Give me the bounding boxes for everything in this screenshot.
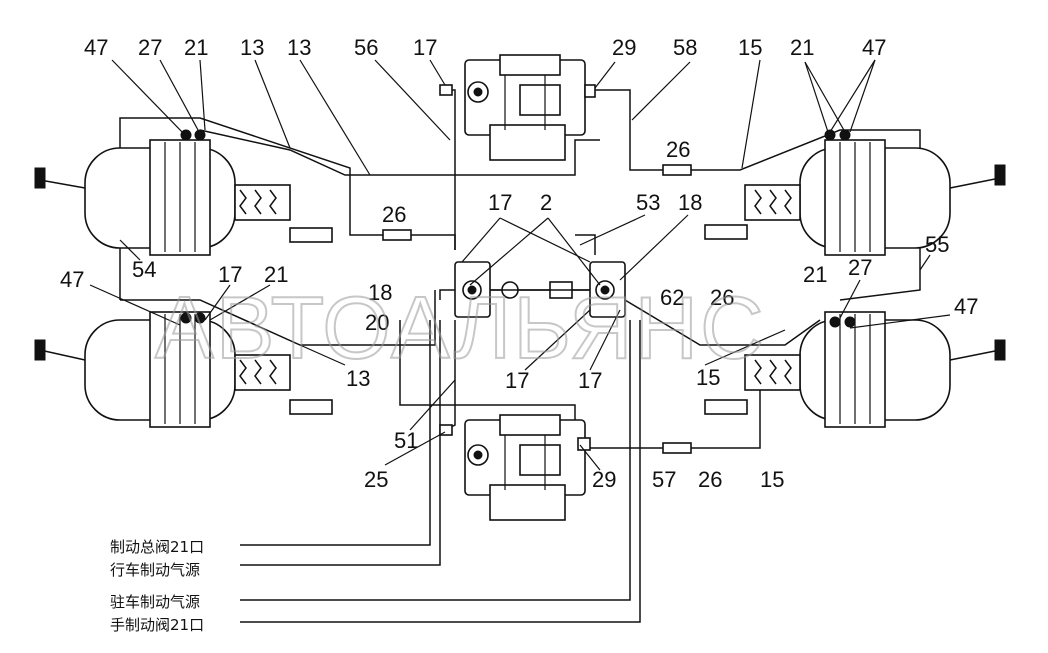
- label-c-17-low-a: 17: [505, 368, 529, 393]
- label-top-56: 56: [354, 35, 378, 60]
- label-b-29: 29: [592, 467, 616, 492]
- label-tr-21: 21: [790, 35, 814, 60]
- label-c-17-low-b: 17: [578, 368, 602, 393]
- watermark: АВТОАЛЬЯНС: [155, 278, 766, 377]
- label-ml-47: 47: [60, 267, 84, 292]
- label-mr-27: 27: [848, 255, 872, 280]
- label-mr-26: 26: [710, 285, 734, 310]
- legend-parking-brake-supply: 驻车制动气源: [110, 593, 200, 611]
- label-mid-26-left: 26: [382, 202, 406, 227]
- label-mid-26-top: 26: [666, 137, 690, 162]
- label-tl-27: 27: [138, 35, 162, 60]
- label-top-58: 58: [673, 35, 697, 60]
- label-ml-20: 20: [365, 310, 389, 335]
- label-tl-21: 21: [184, 35, 208, 60]
- brake-chamber-rear-right: [704, 311, 1006, 428]
- label-tl-13a: 13: [240, 35, 264, 60]
- inline-filter-bottom-right: [662, 442, 692, 454]
- label-c-17: 17: [488, 190, 512, 215]
- label-b-25: 25: [364, 467, 388, 492]
- label-top-15: 15: [738, 35, 762, 60]
- label-c-2: 2: [540, 190, 552, 215]
- relay-valve-top: [439, 54, 596, 161]
- label-c-18: 18: [678, 190, 702, 215]
- label-ml-17: 17: [218, 262, 242, 287]
- brake-chamber-rear-left: [34, 311, 333, 428]
- label-ml-54: 54: [132, 257, 156, 282]
- label-mr-47: 47: [954, 294, 978, 319]
- part-labels: 47 27 21 13 13 56 17 29 58 15 21 47 26 2…: [60, 35, 978, 492]
- label-b-26: 26: [698, 467, 722, 492]
- label-c-53: 53: [636, 190, 660, 215]
- label-tr-47: 47: [862, 35, 886, 60]
- label-top-17: 17: [413, 35, 437, 60]
- label-ml-18: 18: [368, 280, 392, 305]
- label-b-51: 51: [394, 428, 418, 453]
- label-mr-62: 62: [660, 285, 684, 310]
- inline-filter-top-right: [662, 164, 692, 176]
- label-top-29: 29: [612, 35, 636, 60]
- label-b-15: 15: [760, 467, 784, 492]
- label-b-57: 57: [652, 467, 676, 492]
- relay-valve-bottom: [439, 414, 591, 521]
- brake-chamber-front-left: [34, 129, 333, 256]
- label-mr-15: 15: [696, 365, 720, 390]
- leader-lines: [89, 59, 951, 471]
- label-r-55: 55: [925, 232, 949, 257]
- brake-chamber-front-right: [704, 129, 1006, 256]
- inline-filter-left: [382, 229, 412, 241]
- legend-service-brake-supply: 行车制动气源: [110, 561, 200, 579]
- legend-hand-brake-valve-21: 手制动阀21口: [110, 616, 204, 634]
- label-ml-21: 21: [264, 262, 288, 287]
- label-ml-13: 13: [346, 366, 370, 391]
- legend: 制动总阀21口 行车制动气源 驻车制动气源 手制动阀21口: [110, 538, 204, 634]
- label-mr-21: 21: [803, 262, 827, 287]
- label-tl-13b: 13: [287, 35, 311, 60]
- legend-brake-main-valve-21: 制动总阀21口: [110, 538, 204, 556]
- label-tl-47: 47: [84, 35, 108, 60]
